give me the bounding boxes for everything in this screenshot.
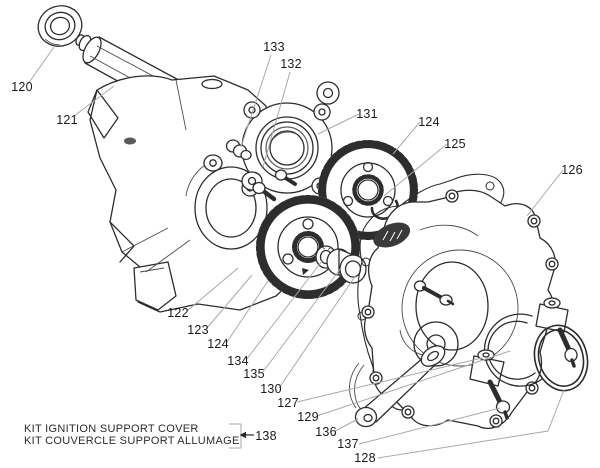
support-arm-drawing [349, 345, 446, 428]
callout-124-lower: 124 [207, 337, 228, 351]
callout-125: 125 [444, 137, 465, 151]
lower-gear-drawing [256, 195, 360, 299]
leader-lines [27, 46, 565, 459]
callout-132: 132 [280, 57, 301, 71]
callout-123: 123 [187, 323, 208, 337]
kit-note-line1: KIT IGNITION SUPPORT COVER [24, 423, 199, 435]
kit-note-arrow [239, 431, 254, 439]
callout-138: 138 [255, 429, 276, 443]
kit-note-line2: KIT COUVERCLE SUPPORT ALLUMAGE [24, 435, 240, 447]
callout-labels: 120 121 133 132 131 124 125 126 122 123 … [11, 40, 582, 465]
callout-120: 120 [11, 80, 32, 94]
callout-122: 122 [167, 306, 188, 320]
callout-121: 121 [56, 113, 77, 127]
brand-logo [373, 222, 411, 248]
bearing-support-plate-drawing [203, 101, 333, 202]
callout-131: 131 [356, 107, 377, 121]
kit-note-bracket [229, 423, 242, 449]
callout-133: 133 [263, 40, 284, 54]
clamp-drawing [469, 297, 578, 420]
ball-bearing-drawing [37, 5, 83, 47]
o-ring-drawing [533, 324, 589, 392]
kit-note: KIT IGNITION SUPPORT COVER KIT COUVERCLE… [24, 423, 254, 449]
callout-137: 137 [337, 437, 358, 451]
callout-130: 130 [260, 382, 281, 396]
timing-mark [302, 268, 309, 275]
callout-134: 134 [227, 354, 248, 368]
callout-127: 127 [277, 396, 298, 410]
callout-124-upper: 124 [418, 115, 439, 129]
callout-136: 136 [315, 425, 336, 439]
callout-126: 126 [561, 163, 582, 177]
spacer-set-drawing [315, 245, 367, 284]
callout-129: 129 [297, 410, 318, 424]
callout-135: 135 [243, 367, 264, 381]
callout-128: 128 [354, 451, 375, 465]
artwork [37, 5, 589, 429]
